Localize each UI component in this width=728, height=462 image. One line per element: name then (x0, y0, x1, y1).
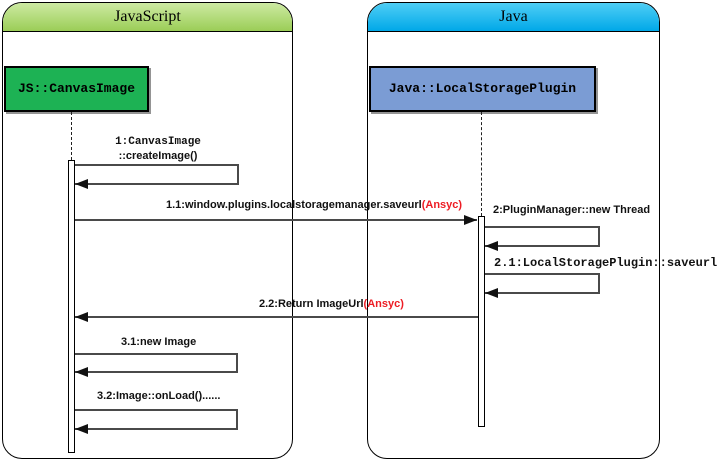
message-2-1-self-call-shape (485, 273, 600, 294)
message-2-2-text: 2.2:Return ImageUrl (259, 298, 364, 310)
message-2-self-call-shape (485, 226, 600, 247)
object-js-canvasimage: JS::CanvasImage (4, 66, 149, 112)
lifeline-js (71, 112, 72, 160)
frame-java-header: Java (368, 3, 659, 32)
frame-java-title: Java (499, 8, 528, 25)
object-java-localstorageplugin-label: Java::LocalStoragePlugin (388, 81, 577, 96)
frame-java: Java (367, 2, 660, 459)
message-2-2-line (75, 316, 478, 318)
message-2-1-label: 2.1:LocalStoragePlugin::saveurl (494, 256, 718, 270)
activation-bar-js (68, 160, 75, 453)
async-annotation: (Ansyc) (421, 199, 463, 211)
async-annotation: (Ansyc) (363, 298, 404, 310)
message-1-label-line2: ::createImage() (118, 150, 198, 162)
message-1-1-text: 1.1:window.plugins.localstoragemanager.s… (166, 199, 422, 211)
arrowhead-left-icon (75, 312, 88, 322)
lifeline-java (481, 112, 482, 216)
frame-javascript-header: JavaScript (3, 3, 292, 32)
message-3-2-label: 3.2:Image::onLoad()...... (97, 390, 221, 402)
arrowhead-right-icon (464, 215, 477, 225)
message-1-label-line1: 1:CanvasImage (115, 136, 201, 148)
message-3-1-self-call-shape (75, 353, 238, 373)
activation-bar-java (478, 216, 485, 427)
arrowhead-left-icon (75, 424, 88, 434)
arrowhead-left-icon (75, 179, 88, 189)
message-2-2-label: 2.2:Return ImageUrl(Ansyc) (259, 298, 404, 310)
message-1-1-label: 1.1:window.plugins.localstoragemanager.s… (166, 199, 462, 211)
message-1-1-line (75, 219, 477, 221)
arrowhead-left-icon (485, 288, 498, 298)
message-3-1-label: 3.1:new Image (121, 336, 197, 348)
object-js-canvasimage-label: JS::CanvasImage (17, 81, 136, 96)
object-java-localstorageplugin: Java::LocalStoragePlugin (369, 66, 596, 112)
frame-javascript-title: JavaScript (114, 8, 181, 25)
arrowhead-left-icon (75, 367, 88, 377)
message-3-2-self-call-shape (75, 409, 238, 430)
message-1-label: 1:CanvasImage ::createImage() (78, 135, 238, 163)
arrowhead-left-icon (485, 241, 498, 251)
message-2-label: 2:PluginManager::new Thread (493, 204, 651, 216)
message-1-self-call-shape (75, 164, 239, 185)
